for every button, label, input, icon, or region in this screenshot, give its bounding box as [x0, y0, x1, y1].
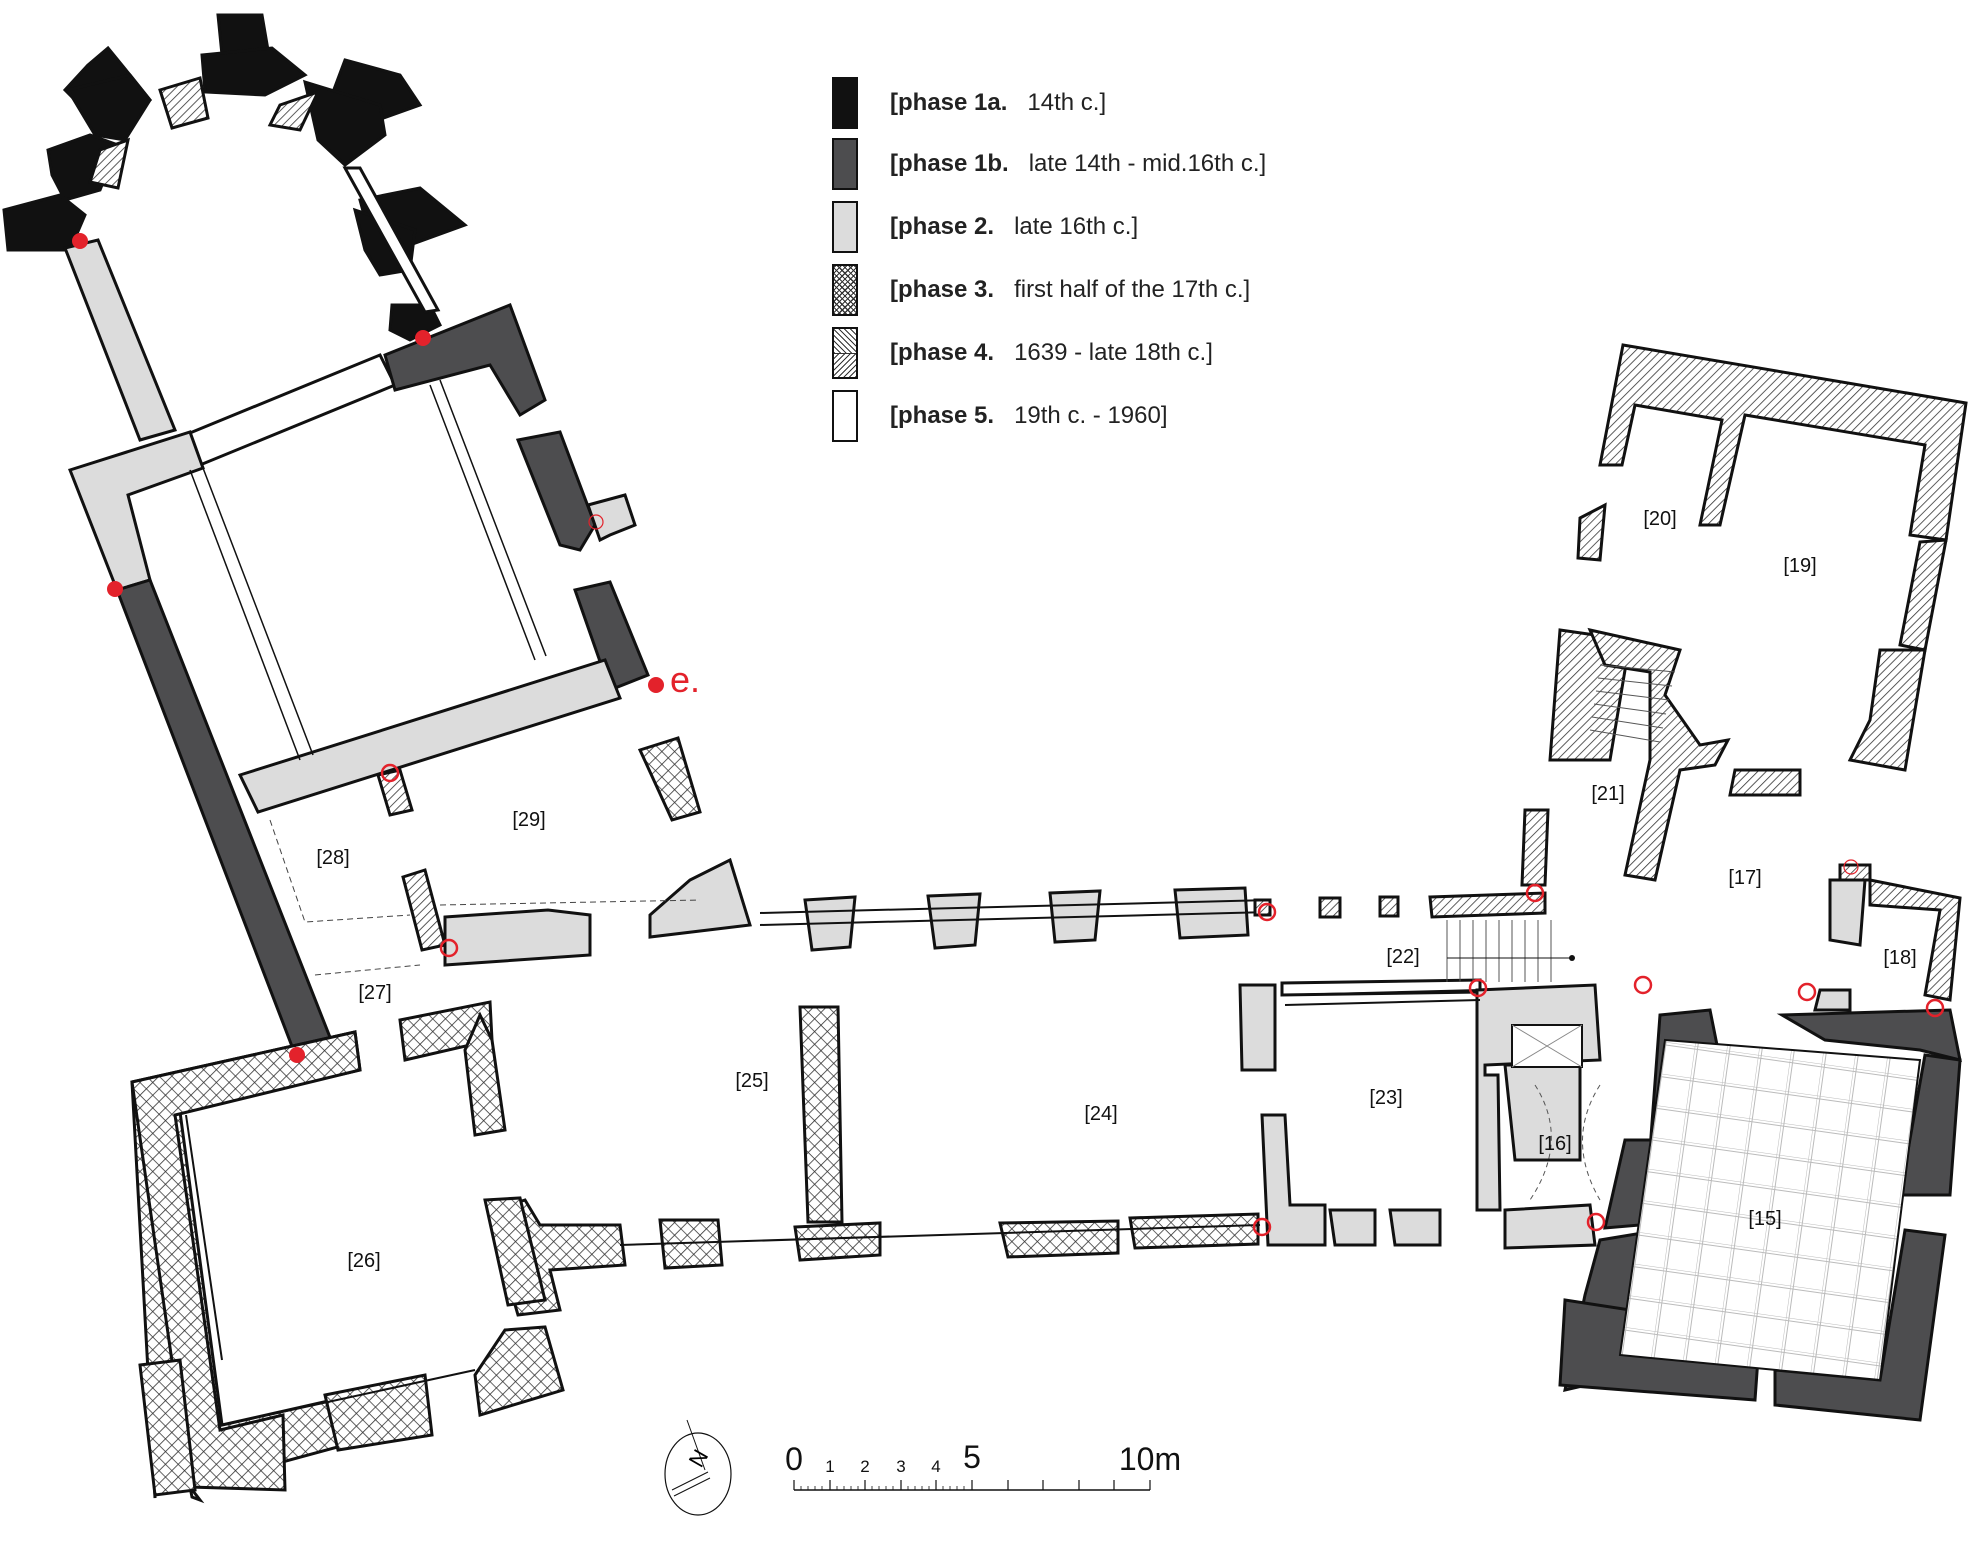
- scale-label-0: 0: [785, 1441, 803, 1477]
- legend-item-phase-2: [phase 2. late 16th c.]: [832, 195, 1266, 258]
- swatch-light-gray-icon: [832, 200, 858, 253]
- corridor-south-wall: [486, 1005, 1261, 1317]
- legend-item-phase-5: [phase 5. 19th c. - 1960]: [832, 384, 1266, 447]
- legend-phase-4: [phase 4.: [890, 338, 995, 366]
- survey-markers: e.: [72, 233, 1945, 1237]
- legend-period-2: late 16th c.]: [1014, 212, 1139, 240]
- legend-phase-5: [phase 5.: [890, 401, 995, 429]
- legend-item-phase-4: [phase 4. 1639 - late 18th c.]: [832, 321, 1266, 384]
- corridor-north-wall: [759, 886, 1547, 952]
- room-label-29: [29]: [512, 809, 545, 831]
- legend-item-phase-1a: [phase 1a. 14th c.]: [832, 74, 1266, 132]
- legend-phase-1a: [phase 1a.: [890, 89, 1008, 116]
- rooms-22-24-walls: [1238, 920, 1602, 1250]
- legend-item-phase-3: [phase 3. first half of the 17th c.]: [832, 258, 1266, 321]
- scale-label-10m: 10m: [1119, 1441, 1181, 1477]
- rooms-28-29: [376, 736, 752, 967]
- room-16-vault: [1529, 1084, 1601, 1201]
- room-label-18: [18]: [1883, 947, 1916, 969]
- scale-label-4: 4: [931, 1457, 940, 1476]
- room-26-walls-outline: [130, 1030, 362, 1492]
- room-label-17: [17]: [1728, 867, 1761, 889]
- legend-phase-1b: [phase 1b.: [890, 149, 1009, 177]
- swatch-white-icon: [832, 389, 858, 442]
- legend-phase-2: [phase 2.: [890, 212, 995, 240]
- chapel-west-wall: [62, 238, 178, 442]
- legend-period-5: 19th c. - 1960]: [1014, 401, 1168, 429]
- room-label-19: [19]: [1783, 555, 1816, 577]
- dashed-outlines: [269, 819, 701, 976]
- nave-block: [68, 303, 650, 1064]
- room-label-23: [23]: [1369, 1087, 1402, 1109]
- legend-period-4: 1639 - late 18th c.]: [1014, 338, 1213, 366]
- swatch-crosshatch-icon: [832, 263, 858, 316]
- room-label-24: [24]: [1084, 1103, 1117, 1125]
- room-label-22: [22]: [1386, 946, 1419, 968]
- room-labels: [15] [16] [17] [18] [19] [20] [21] [22] …: [316, 508, 1916, 1272]
- room-label-21: [21]: [1591, 783, 1624, 805]
- north-arrow-icon: N: [664, 1419, 732, 1516]
- legend-phase-3: [phase 3.: [890, 275, 995, 303]
- room-label-15: [15]: [1748, 1208, 1781, 1230]
- legend-item-phase-1b: [phase 1b. late 14th - mid.16th c.]: [832, 132, 1266, 195]
- phase-legend: [phase 1a. 14th c.] [phase 1b. late 14th…: [832, 74, 1266, 447]
- scale-label-2: 2: [860, 1457, 869, 1476]
- legend-period-1b: late 14th - mid.16th c.]: [1028, 149, 1267, 177]
- chapel-apse: [2, 13, 468, 342]
- room-15-walls: [1558, 1008, 1962, 1422]
- legend-period-3: first half of the 17th c.]: [1014, 275, 1251, 303]
- room-label-28: [28]: [316, 847, 349, 869]
- swatch-dark-gray-icon: [832, 137, 858, 190]
- scale-label-1: 1: [825, 1457, 834, 1476]
- scale-bar: 0 1 2 3 4 5 10m: [785, 1439, 1181, 1491]
- swatch-diagonal-hatch-icon: [832, 326, 858, 379]
- scale-label-3: 3: [896, 1457, 905, 1476]
- marker-label-e: e.: [670, 659, 700, 700]
- scale-label-5: 5: [963, 1439, 981, 1475]
- room-label-16: [16]: [1538, 1133, 1571, 1155]
- room-label-26: [26]: [347, 1250, 380, 1272]
- swatch-black-icon: [832, 77, 858, 129]
- room-label-27: [27]: [358, 982, 391, 1004]
- room-label-20: [20]: [1643, 508, 1676, 530]
- north-label: N: [684, 1445, 714, 1471]
- legend-period-1a: 14th c.]: [1027, 89, 1107, 116]
- room-label-25: [25]: [735, 1070, 768, 1092]
- rooms-17-21-walls: [1520, 343, 1968, 1012]
